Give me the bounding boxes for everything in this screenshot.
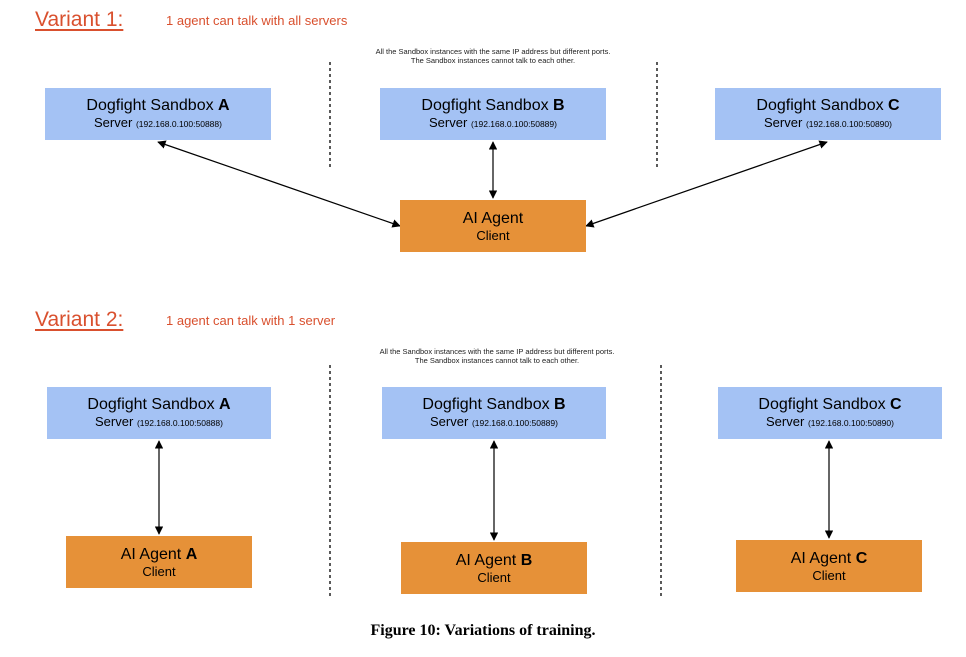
- variant-1-title: Variant 1:: [35, 8, 124, 31]
- note-line: The Sandbox instances cannot talk to eac…: [414, 356, 580, 365]
- v2-server-c: Dogfight Sandbox C Server (192.168.0.100…: [718, 387, 942, 439]
- server-name: Dogfight Sandbox B: [422, 396, 566, 413]
- v2-agent-b: AI Agent B Client: [401, 542, 587, 594]
- server-role: Server (192.168.0.100:50888): [95, 414, 223, 429]
- figure-caption: Figure 10: Variations of training.: [370, 622, 596, 639]
- note-line: The Sandbox instances cannot talk to eac…: [410, 56, 576, 65]
- note-line: All the Sandbox instances with the same …: [379, 347, 615, 356]
- v1-arrow-c: [585, 140, 828, 228]
- v1-agent: AI Agent Client: [400, 200, 586, 252]
- server-name: Dogfight Sandbox B: [421, 97, 565, 114]
- v2-server-b: Dogfight Sandbox B Server (192.168.0.100…: [382, 387, 606, 439]
- server-name: Dogfight Sandbox A: [87, 396, 231, 413]
- v1-server-c: Dogfight Sandbox C Server (192.168.0.100…: [715, 88, 941, 140]
- agent-name: AI Agent C: [790, 550, 868, 567]
- server-name: Dogfight Sandbox A: [86, 97, 230, 114]
- server-name: Dogfight Sandbox C: [758, 396, 902, 413]
- agent-role: Client: [476, 228, 510, 243]
- v2-server-a: Dogfight Sandbox A Server (192.168.0.100…: [47, 387, 271, 439]
- agent-role: Client: [477, 570, 511, 585]
- server-name: Dogfight Sandbox C: [756, 97, 900, 114]
- agent-name: AI Agent: [462, 210, 524, 227]
- variant-2-subtitle: 1 agent can talk with 1 server: [166, 313, 336, 328]
- variant-1-note: All the Sandbox instances with the same …: [313, 47, 673, 65]
- agent-role: Client: [812, 568, 846, 583]
- v1-server-b: Dogfight Sandbox B Server (192.168.0.100…: [380, 88, 606, 140]
- note-line: All the Sandbox instances with the same …: [375, 47, 611, 56]
- agent-name: AI Agent A: [120, 546, 198, 563]
- server-role: Server (192.168.0.100:50890): [766, 414, 894, 429]
- v2-agent-c: AI Agent C Client: [736, 540, 922, 592]
- v1-server-a: Dogfight Sandbox A Server (192.168.0.100…: [45, 88, 271, 140]
- server-role: Server (192.168.0.100:50890): [764, 115, 892, 130]
- v1-arrow-a: [157, 140, 401, 228]
- variant-2-title: Variant 2:: [35, 308, 124, 331]
- variant-1-subtitle: 1 agent can talk with all servers: [166, 13, 348, 28]
- server-role: Server (192.168.0.100:50889): [429, 115, 557, 130]
- server-role: Server (192.168.0.100:50888): [94, 115, 222, 130]
- v2-agent-a: AI Agent A Client: [66, 536, 252, 588]
- server-role: Server (192.168.0.100:50889): [430, 414, 558, 429]
- agent-role: Client: [142, 564, 176, 579]
- variant-2-note: All the Sandbox instances with the same …: [317, 347, 677, 365]
- agent-name: AI Agent B: [455, 552, 533, 569]
